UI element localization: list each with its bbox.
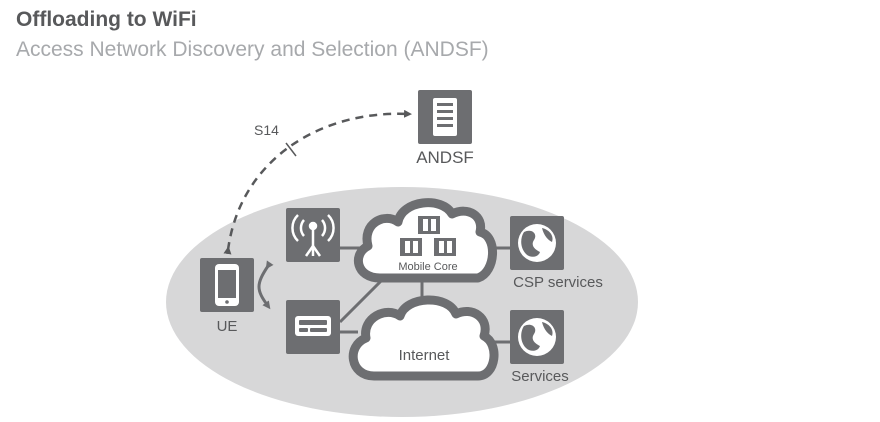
csp-services-node: CSP services [510, 216, 603, 291]
smartphone-icon [215, 264, 239, 306]
page-subtitle: Access Network Discovery and Selection (… [16, 38, 489, 61]
ue-node: UE [200, 258, 254, 335]
page-title: Offloading to WiFi [16, 8, 197, 31]
cell-tower-icon [291, 214, 335, 257]
s14-tick-mark [285, 142, 297, 157]
mobile-core-label: Mobile Core [398, 261, 457, 273]
andsf-node: ANDSF [416, 90, 474, 167]
internet-label: Internet [399, 347, 451, 364]
internet-cloud: Internet [348, 295, 499, 381]
globe-icon [518, 224, 556, 262]
andsf-label: ANDSF [416, 148, 474, 167]
csp-services-label: CSP services [513, 274, 603, 291]
globe-icon [518, 318, 556, 356]
wifi-access-point-node [286, 300, 340, 354]
ue-label: UE [217, 318, 238, 335]
s14-dashed-arrow [223, 109, 412, 255]
mobile-core-cloud: Mobile Core [354, 198, 497, 283]
ue-access-switch-arrow [257, 260, 274, 310]
server-icon [433, 98, 457, 136]
wifi-access-point-icon [295, 316, 331, 336]
s14-label: S14 [254, 122, 279, 138]
mobile-core-icon [400, 216, 456, 256]
cell-tower-node [286, 208, 340, 262]
services-label: Services [511, 368, 569, 385]
services-node: Services [510, 310, 569, 385]
